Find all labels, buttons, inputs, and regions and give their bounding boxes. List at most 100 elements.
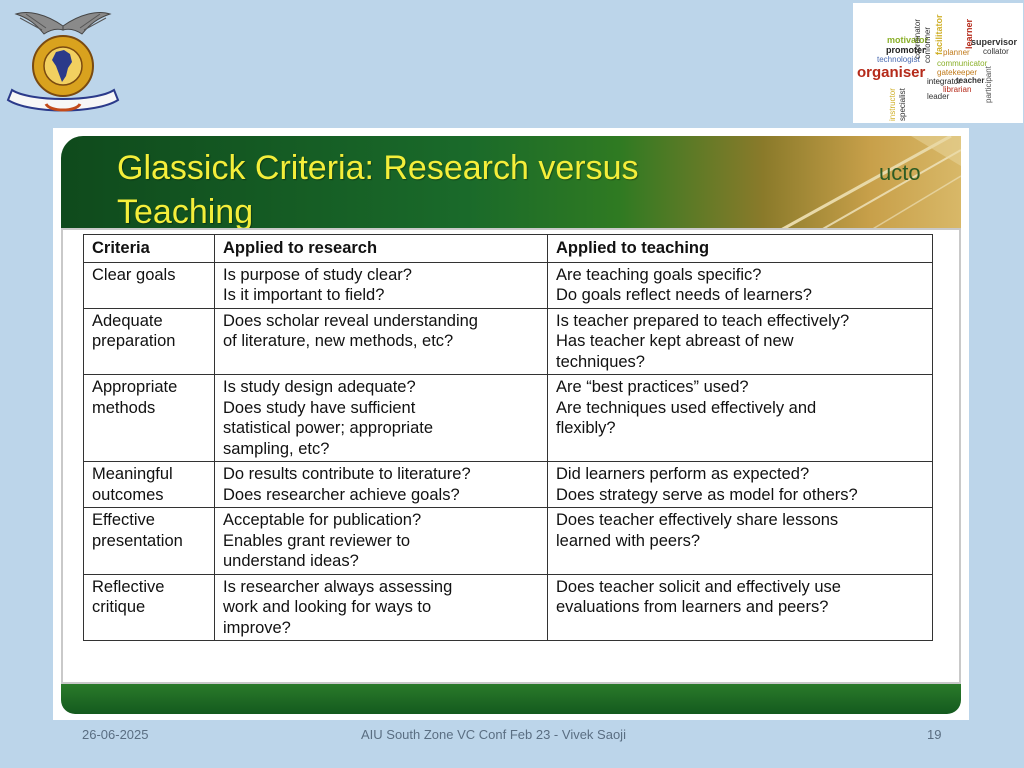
research-cell-line: Does researcher achieve goals? bbox=[223, 485, 460, 504]
teaching-cell: Does teacher effectively share lessons le… bbox=[547, 507, 933, 575]
header-research: Applied to research bbox=[214, 234, 548, 263]
university-emblem-icon bbox=[6, 12, 120, 112]
research-cell-line: Does study have sufficient bbox=[223, 398, 416, 417]
teaching-cell-line: Are techniques used effectively and bbox=[556, 398, 817, 417]
teaching-cell-line: Is teacher prepared to teach effectively… bbox=[556, 311, 850, 330]
word-organiser: organiser bbox=[857, 64, 926, 81]
research-cell-line: Is study design adequate? bbox=[223, 378, 416, 396]
research-cell: Is study design adequate? Does study have… bbox=[214, 374, 548, 462]
research-cell-line: Is purpose of study clear? bbox=[223, 265, 412, 284]
criteria-cell-line: Clear goals bbox=[92, 265, 176, 284]
word-collator: collator bbox=[983, 47, 1009, 56]
slide-footer-band bbox=[61, 684, 961, 714]
table-row: Adequate preparation Does scholar reveal u… bbox=[83, 307, 933, 375]
title-line-2: Teaching bbox=[117, 193, 254, 230]
word-planner: planner bbox=[943, 48, 970, 57]
teaching-cell-line: Do goals reflect needs of learners? bbox=[556, 286, 812, 304]
teaching-cell: Did learners perform as expected? Does st… bbox=[547, 461, 933, 508]
research-cell-line: Acceptable for publication? bbox=[223, 511, 422, 529]
criteria-cell: Meaningful outcomes bbox=[83, 461, 215, 508]
slide-title: Glassick Criteria: Research versus Teach… bbox=[117, 146, 837, 230]
teaching-cell-line: Did learners perform as expected? bbox=[556, 465, 810, 483]
word-technologist: technologist bbox=[877, 55, 920, 64]
glassick-criteria-table: Criteria Applied to research Applied to … bbox=[83, 234, 933, 641]
word-integrator: integrator bbox=[927, 77, 961, 86]
table-row: Meaningful outcomes Do results contribute … bbox=[83, 461, 933, 508]
word-conformer: conformer bbox=[923, 26, 932, 63]
research-cell-line: Enables grant reviewer to bbox=[223, 531, 411, 550]
criteria-cell: Clear goals bbox=[83, 261, 215, 309]
criteria-cell-line: presentation bbox=[92, 531, 183, 550]
footer-presentation-title: AIU South Zone VC Conf Feb 23 - Vivek Sa… bbox=[361, 727, 626, 742]
word-coordinator: coordinator bbox=[913, 18, 922, 59]
criteria-cell-line: Appropriate bbox=[92, 378, 178, 396]
teaching-cell-line: evaluations from learners and peers? bbox=[556, 598, 829, 616]
word-instructor: instructor bbox=[888, 88, 897, 121]
research-cell-line: improve? bbox=[223, 618, 291, 637]
research-cell: Is purpose of study clear? Is it importan… bbox=[214, 261, 548, 309]
table-row: Reflective critique Is researcher always a… bbox=[83, 573, 933, 641]
criteria-cell-line: Effective bbox=[92, 511, 155, 529]
university-logo bbox=[6, 4, 120, 122]
table-row: Appropriate methods Is study design adequa… bbox=[83, 374, 933, 462]
word-specialist: specialist bbox=[898, 88, 907, 121]
header-criteria: Criteria bbox=[83, 234, 215, 263]
word-leader: leader bbox=[927, 92, 950, 101]
teaching-cell-line: Has teacher kept abreast of new bbox=[556, 332, 794, 350]
research-cell-line: Is researcher always assessing bbox=[223, 577, 453, 596]
table-row: Effective presentation Acceptable for publ… bbox=[83, 507, 933, 575]
research-cell: Do results contribute to literature? Does… bbox=[214, 461, 548, 508]
header-teaching: Applied to teaching bbox=[547, 234, 933, 263]
research-cell-line: statistical power; appropriate bbox=[223, 419, 434, 437]
footer-page-number: 19 bbox=[927, 727, 942, 742]
word-promoter: promoter bbox=[886, 45, 926, 55]
footer-date: 26-06-2025 bbox=[82, 727, 149, 742]
criteria-cell-line: Adequate bbox=[92, 311, 163, 330]
title-line-1: Glassick Criteria: Research versus bbox=[117, 149, 639, 187]
criteria-cell: Adequate preparation bbox=[83, 307, 215, 375]
criteria-cell: Effective presentation bbox=[83, 507, 215, 575]
teaching-cell-line: techniques? bbox=[556, 352, 645, 371]
faded-header-text: ucto bbox=[879, 160, 921, 185]
role-word-cloud: motivator promoter technologist organise… bbox=[853, 3, 1023, 123]
word-supervisor: supervisor bbox=[971, 37, 1018, 47]
research-cell: Acceptable for publication? Enables grant… bbox=[214, 507, 548, 575]
quill-pen-icon bbox=[780, 136, 961, 230]
teaching-cell-line: Are teaching goals specific? bbox=[556, 265, 762, 284]
teaching-cell-line: Does teacher solicit and effectively use bbox=[556, 577, 841, 596]
research-cell-line: understand ideas? bbox=[223, 552, 359, 570]
criteria-cell-line: critique bbox=[92, 598, 146, 616]
word-gatekeeper: gatekeeper bbox=[937, 68, 978, 77]
criteria-cell-line: Meaningful bbox=[92, 465, 173, 483]
teaching-cell-line: flexibly? bbox=[556, 419, 616, 437]
research-cell-line: Is it important to field? bbox=[223, 286, 385, 304]
word-participant: participant bbox=[984, 66, 993, 103]
teaching-cell-line: Are “best practices” used? bbox=[556, 378, 749, 396]
teaching-cell-line: learned with peers? bbox=[556, 531, 701, 550]
research-cell-line: sampling, etc? bbox=[223, 439, 330, 458]
research-cell-line: Does scholar reveal understanding bbox=[223, 311, 478, 330]
teaching-cell: Is teacher prepared to teach effectively… bbox=[547, 307, 933, 375]
slide-header-band: Glassick Criteria: Research versus Teach… bbox=[61, 136, 961, 230]
criteria-cell-line: Reflective bbox=[92, 577, 165, 596]
teaching-cell-line: Does teacher effectively share lessons bbox=[556, 511, 839, 529]
word-librarian: librarian bbox=[943, 85, 972, 94]
teaching-cell: Are teaching goals specific? Do goals ref… bbox=[547, 261, 933, 309]
word-communicator: communicator bbox=[937, 59, 988, 68]
research-cell: Does scholar reveal understanding of lite… bbox=[214, 307, 548, 375]
teaching-cell: Are “best practices” used? Are techniques… bbox=[547, 374, 933, 462]
criteria-cell-line: methods bbox=[92, 398, 156, 417]
table-header-row: Criteria Applied to research Applied to … bbox=[83, 234, 933, 263]
research-cell-line: Do results contribute to literature? bbox=[223, 465, 471, 483]
teaching-cell: Does teacher solicit and effectively use… bbox=[547, 573, 933, 641]
criteria-cell-line: outcomes bbox=[92, 485, 164, 504]
criteria-cell: Reflective critique bbox=[83, 573, 215, 641]
teaching-cell-line: Does strategy serve as model for others? bbox=[556, 485, 858, 504]
criteria-cell: Appropriate methods bbox=[83, 374, 215, 462]
word-teacher: teacher bbox=[956, 76, 985, 85]
research-cell-line: of literature, new methods, etc? bbox=[223, 332, 454, 350]
criteria-cell-line: preparation bbox=[92, 332, 176, 350]
